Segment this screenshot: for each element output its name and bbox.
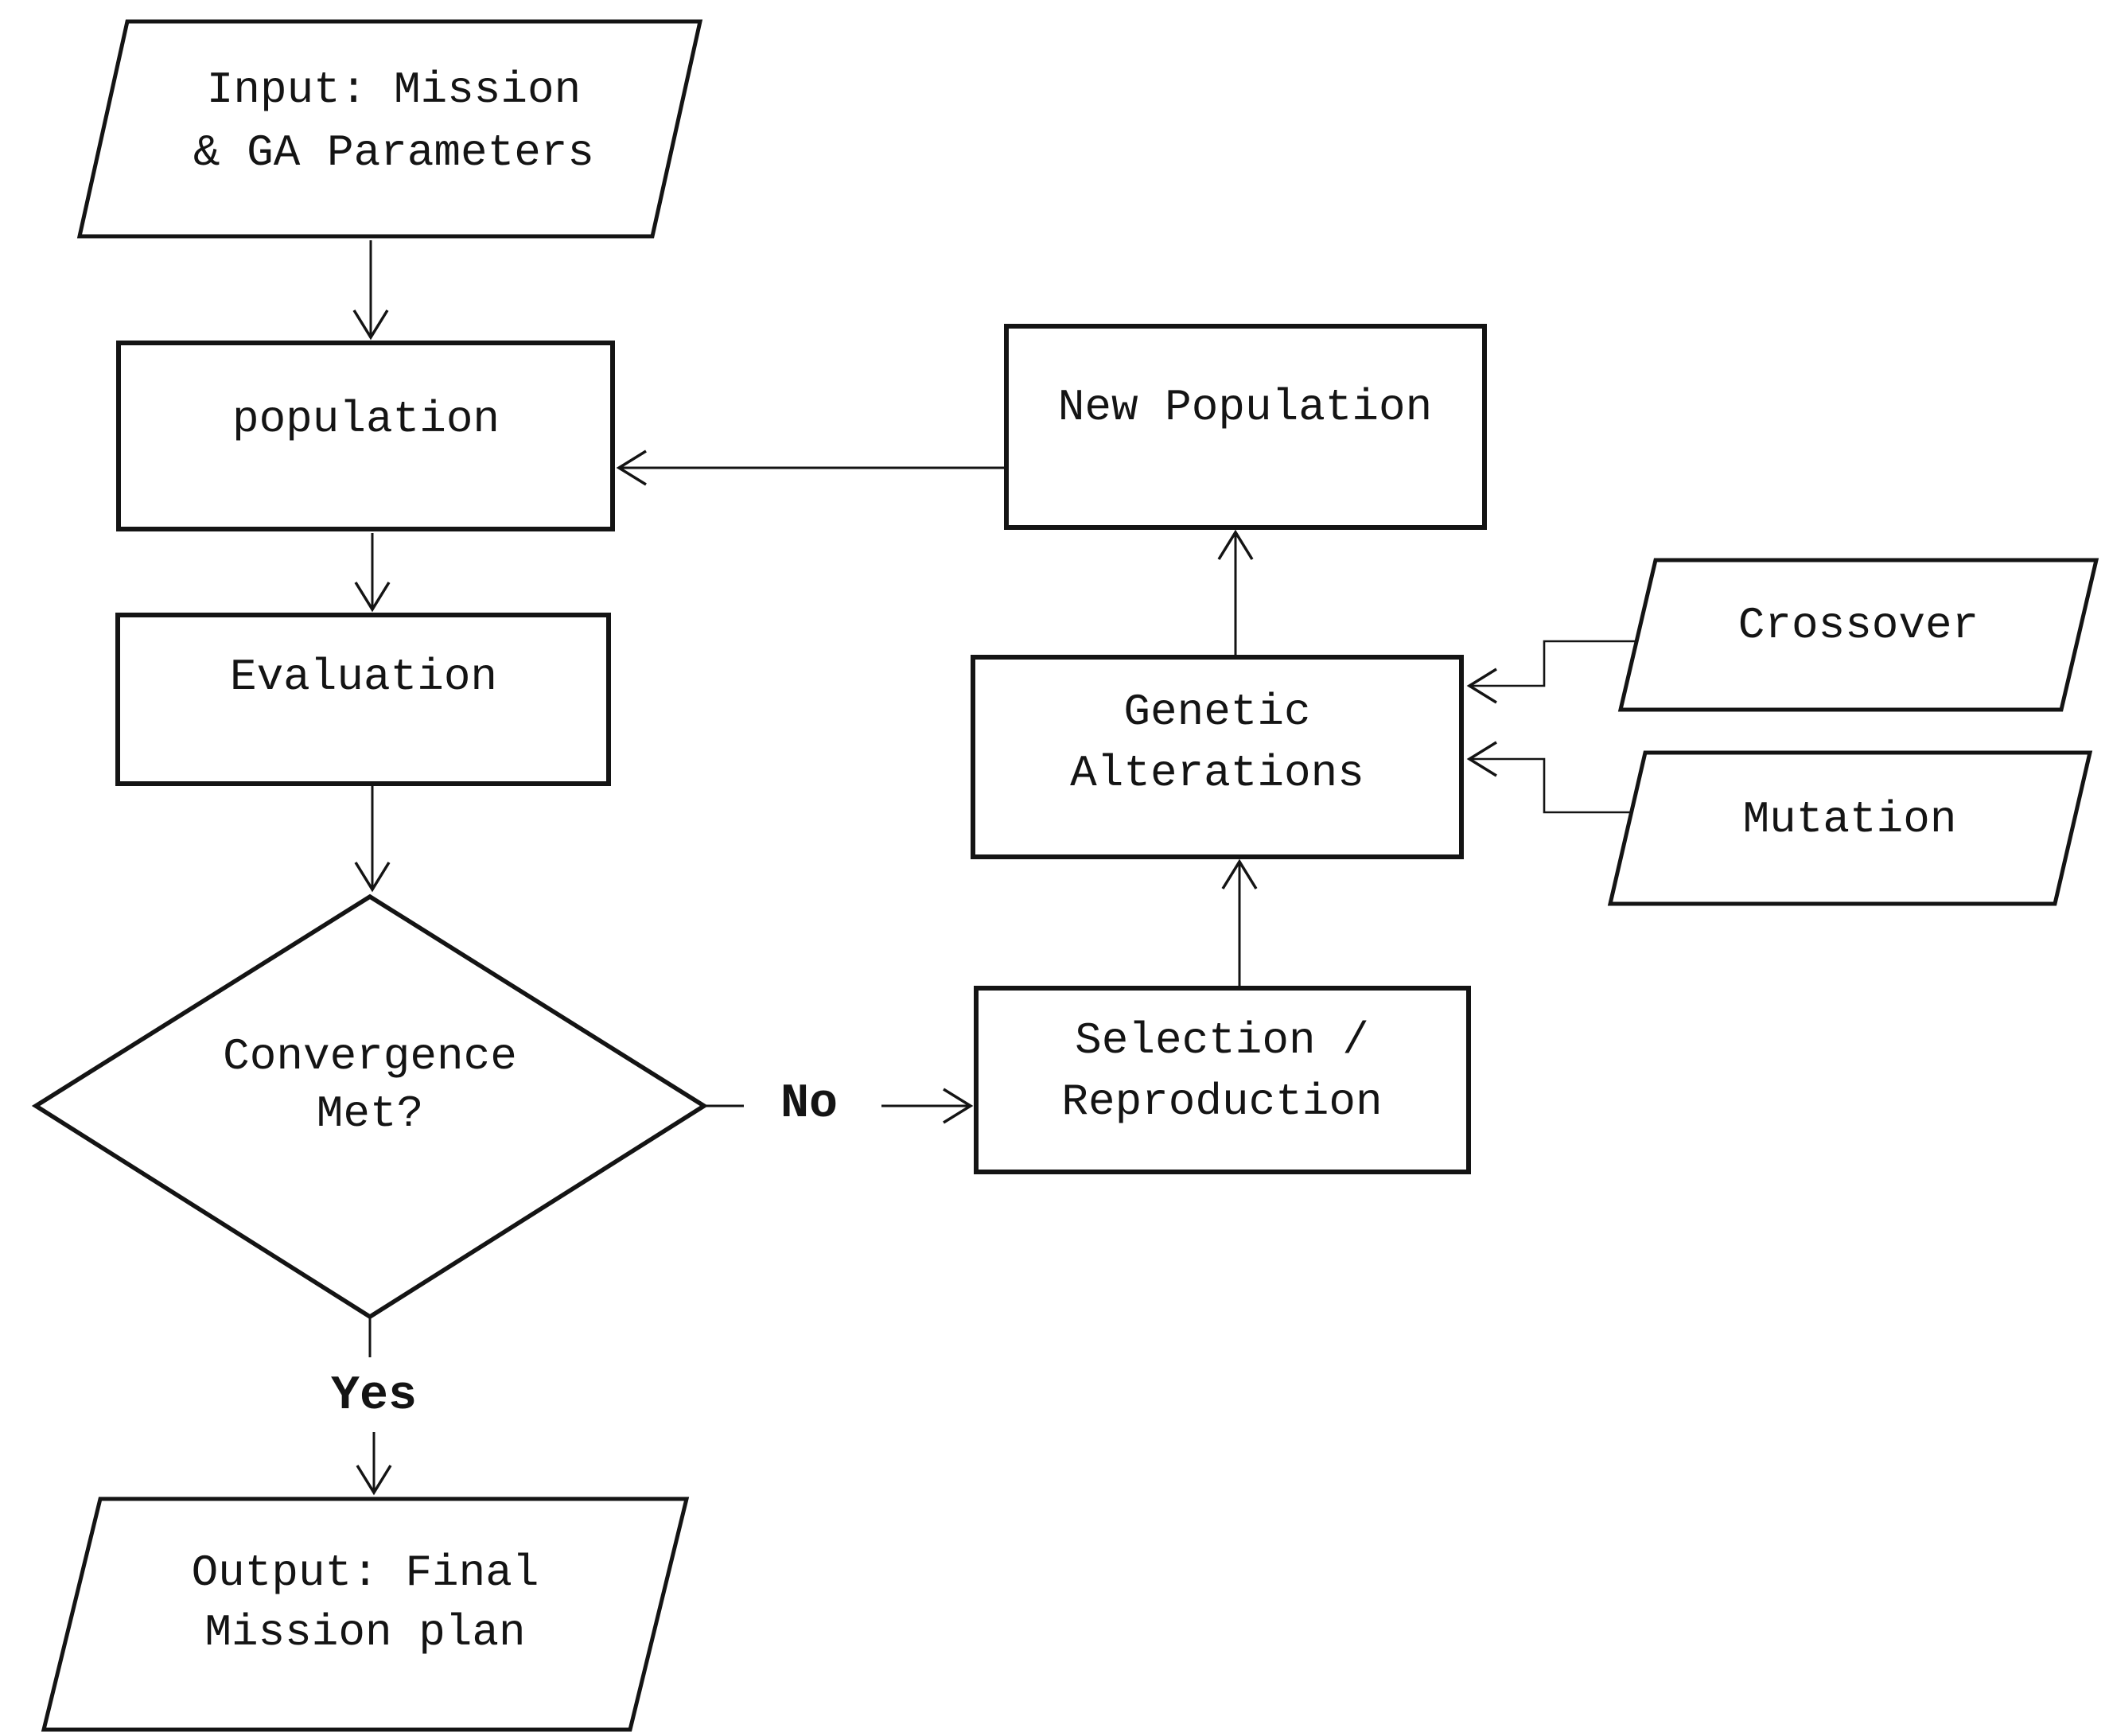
input-label-line1: Input: Mission xyxy=(207,64,581,115)
output-label-line1: Output: Final xyxy=(192,1547,539,1598)
genetic-label-line1: Genetic xyxy=(1123,687,1310,738)
input-label-line2: & GA Parameters xyxy=(193,127,594,178)
crossover-parallelogram xyxy=(1617,558,2099,712)
mutation-parallelogram xyxy=(1607,750,2093,906)
genetic-label-line2: Alterations xyxy=(1070,748,1364,799)
new-population-label: New Population xyxy=(1058,382,1432,433)
mutation-label: Mutation xyxy=(1743,794,1957,845)
selection-rect xyxy=(974,986,1471,1174)
crossover-label: Crossover xyxy=(1738,600,1979,651)
genetic-alterations-rect xyxy=(971,655,1464,859)
new-population-node: New Population xyxy=(1004,324,1487,530)
output-parallelogram xyxy=(41,1497,690,1732)
evaluation-rect xyxy=(115,613,611,786)
population-label: population xyxy=(232,394,500,445)
convergence-label-line2: Met? xyxy=(317,1088,423,1139)
output-node: Output: Final Mission plan xyxy=(41,1497,690,1732)
evaluation-node: Evaluation xyxy=(115,613,611,786)
edge-mutation-to-genetic xyxy=(1466,741,1630,814)
edge-crossover-to-genetic xyxy=(1466,640,1636,704)
mutation-node: Mutation xyxy=(1607,750,2093,906)
genetic-alterations-node: Genetic Alterations xyxy=(971,655,1464,859)
convergence-decision-node: Convergence Met? xyxy=(31,893,709,1320)
selection-label-line1: Selection / xyxy=(1075,1015,1369,1066)
convergence-diamond xyxy=(31,893,709,1320)
no-edge-label: No xyxy=(780,1077,838,1131)
yes-edge-label: Yes xyxy=(331,1369,417,1423)
new-population-rect xyxy=(1004,324,1487,530)
selection-label-line2: Reproduction xyxy=(1061,1076,1382,1127)
convergence-label-line1: Convergence xyxy=(223,1031,517,1082)
evaluation-label: Evaluation xyxy=(230,652,497,703)
crossover-node: Crossover xyxy=(1617,558,2099,712)
output-label-line2: Mission plan xyxy=(204,1607,525,1658)
population-rect xyxy=(116,341,615,531)
input-node: Input: Mission & GA Parameters xyxy=(76,19,703,239)
selection-node: Selection / Reproduction xyxy=(974,986,1471,1174)
input-parallelogram xyxy=(76,19,703,239)
edges-layer xyxy=(352,240,1636,1496)
population-node: population xyxy=(116,341,615,531)
